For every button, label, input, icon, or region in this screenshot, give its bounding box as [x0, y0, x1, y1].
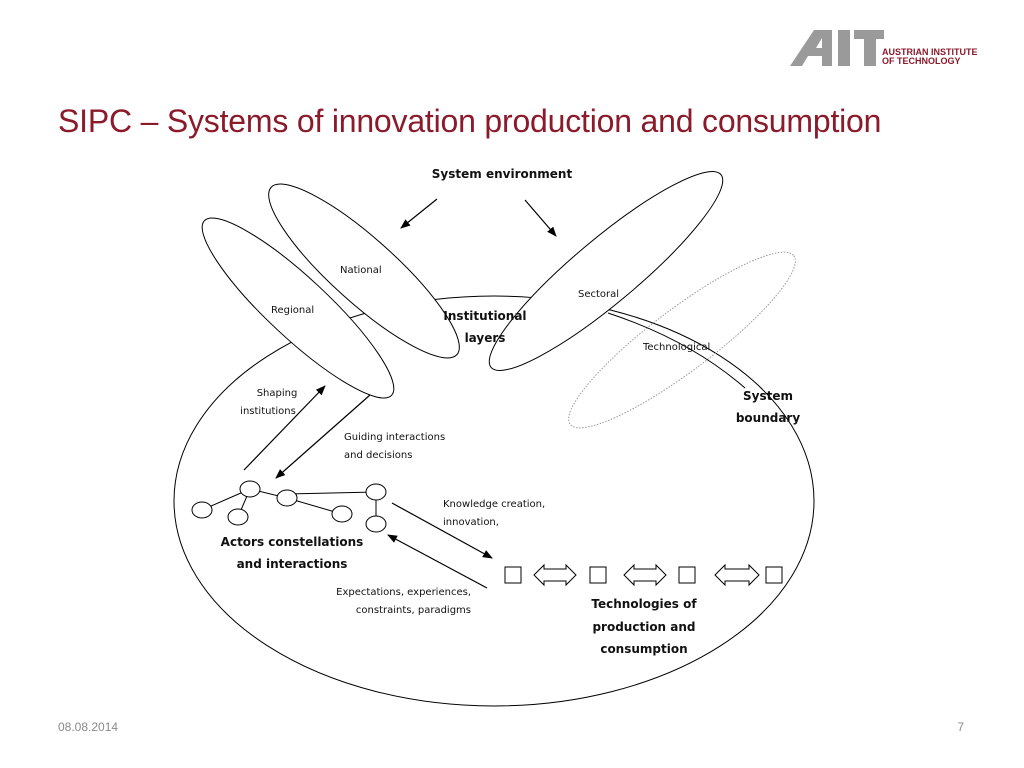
guiding-interactions-label-2: and decisions — [344, 450, 412, 461]
actor-node — [191, 501, 213, 519]
logo-line-1: AUSTRIAN INSTITUTE — [882, 47, 978, 57]
guiding-interactions-label-1: Guiding interactions — [344, 432, 445, 443]
shaping-institutions-label-1: Shaping — [257, 388, 298, 399]
actor-node — [365, 515, 387, 533]
regional-ellipse — [201, 217, 395, 399]
technology-box — [589, 566, 607, 584]
actors-label-2: and interactions — [237, 557, 348, 571]
ait-logo-icon — [790, 30, 884, 66]
actor-node — [239, 480, 261, 498]
system-environment-label: System environment — [432, 167, 573, 181]
shaping-institutions-label-2: institutions — [240, 406, 296, 417]
system-boundary-label-1: System — [743, 389, 793, 403]
national-label: National — [340, 265, 382, 276]
double-arrow-icon — [623, 563, 667, 587]
institutional-layers-label-1: Institutional — [443, 309, 526, 323]
expectations-label-1: Expectations, experiences, — [336, 587, 471, 598]
knowledge-creation-label-1: Knowledge creation, — [443, 499, 545, 510]
system-boundary-label-2: boundary — [736, 411, 801, 425]
actors-label-1: Actors constellations — [221, 535, 364, 549]
institutional-layers-label-2: layers — [465, 331, 506, 345]
guiding-arrow — [275, 394, 371, 479]
knowledge-arrow — [391, 502, 493, 559]
actor-node — [331, 505, 353, 523]
env-arrow-left — [400, 198, 438, 229]
technology-box — [504, 566, 522, 584]
sectoral-ellipse — [488, 171, 724, 371]
page-number: 7 — [957, 720, 964, 734]
sectoral-label: Sectoral — [578, 289, 619, 300]
expectations-arrow — [387, 534, 488, 589]
national-ellipse — [268, 183, 460, 359]
double-arrow-icon — [533, 563, 577, 587]
actor-node — [227, 508, 249, 526]
logo-line-2: OF TECHNOLOGY — [882, 56, 961, 66]
slide-title: SIPC – Systems of innovation production … — [58, 103, 882, 139]
regional-label: Regional — [271, 305, 314, 316]
technology-box — [678, 566, 696, 584]
technologies-label-3: consumption — [600, 642, 687, 656]
double-arrow-icon — [714, 563, 760, 587]
env-arrow-right — [524, 199, 557, 237]
actor-node — [365, 483, 387, 501]
expectations-label-2: constraints, paradigms — [356, 605, 471, 616]
logo-wordmark: AUSTRIAN INSTITUTE OF TECHNOLOGY — [882, 48, 978, 66]
actor-node — [276, 489, 298, 507]
shaping-arrow — [243, 385, 326, 471]
technological-ellipse — [568, 251, 796, 429]
system-boundary-ellipse — [173, 295, 815, 707]
footer-date: 08.08.2014 — [58, 720, 119, 734]
technological-label: Technological — [642, 342, 710, 353]
technologies-label-1: Technologies of — [591, 597, 697, 611]
technology-box — [765, 566, 783, 584]
knowledge-creation-label-2: innovation, — [443, 517, 499, 528]
technologies-label-2: production and — [592, 620, 695, 634]
